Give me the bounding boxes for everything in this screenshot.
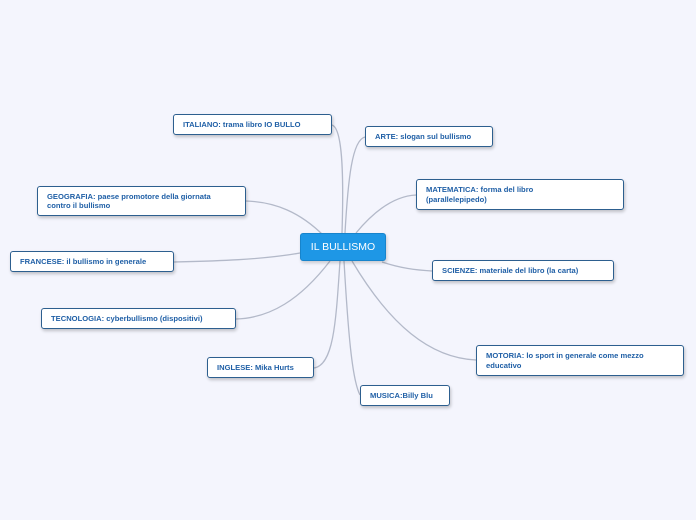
topic-scienze-label: SCIENZE: materiale del libro (la carta)	[442, 265, 579, 275]
connector-italiano	[331, 124, 344, 234]
topic-francese-label: FRANCESE: il bullismo in generale	[20, 256, 147, 266]
connector-arte	[344, 136, 366, 234]
topic-arte-label: ARTE: slogan sul bullismo	[375, 131, 472, 141]
connector-matematica	[355, 194, 417, 234]
topic-musica-label: MUSICA:Billy Blu	[370, 390, 433, 400]
topic-tecnologia[interactable]: TECNOLOGIA: cyberbullismo (dispositivi)	[41, 308, 236, 329]
topic-tecnologia-label: TECNOLOGIA: cyberbullismo (dispositivi)	[51, 313, 203, 323]
topic-motoria[interactable]: MOTORIA: lo sport in generale come mezzo…	[476, 345, 684, 376]
connector-musica	[343, 260, 361, 396]
topic-geografia-label: GEOGRAFIA: paese promotore della giornat…	[47, 191, 211, 211]
topic-italiano[interactable]: ITALIANO: trama libro IO BULLO	[173, 114, 332, 135]
topic-motoria-label: MOTORIA: lo sport in generale come mezzo…	[486, 351, 644, 370]
connector-scienze	[381, 261, 433, 272]
connector-motoria	[351, 260, 477, 361]
central-topic[interactable]: IL BULLISMO	[300, 233, 386, 261]
connector-geografia	[245, 200, 325, 237]
topic-inglese-label: INGLESE: Mika Hurts	[217, 362, 294, 372]
connector-tecnologia	[235, 260, 331, 320]
topic-matematica[interactable]: MATEMATICA: forma del libro (parallelepi…	[416, 179, 624, 210]
connector-inglese	[313, 260, 341, 369]
topic-inglese[interactable]: INGLESE: Mika Hurts	[207, 357, 314, 378]
topic-musica[interactable]: MUSICA:Billy Blu	[360, 385, 450, 406]
topic-arte[interactable]: ARTE: slogan sul bullismo	[365, 126, 493, 147]
topic-scienze[interactable]: SCIENZE: materiale del libro (la carta)	[432, 260, 614, 281]
connector-francese	[173, 252, 301, 263]
topic-geografia[interactable]: GEOGRAFIA: paese promotore della giornat…	[37, 186, 246, 216]
topic-francese[interactable]: FRANCESE: il bullismo in generale	[10, 251, 174, 272]
topic-italiano-label: ITALIANO: trama libro IO BULLO	[183, 119, 301, 129]
central-topic-label: IL BULLISMO	[310, 241, 376, 253]
topic-matematica-label: MATEMATICA: forma del libro (parallelepi…	[426, 185, 534, 204]
